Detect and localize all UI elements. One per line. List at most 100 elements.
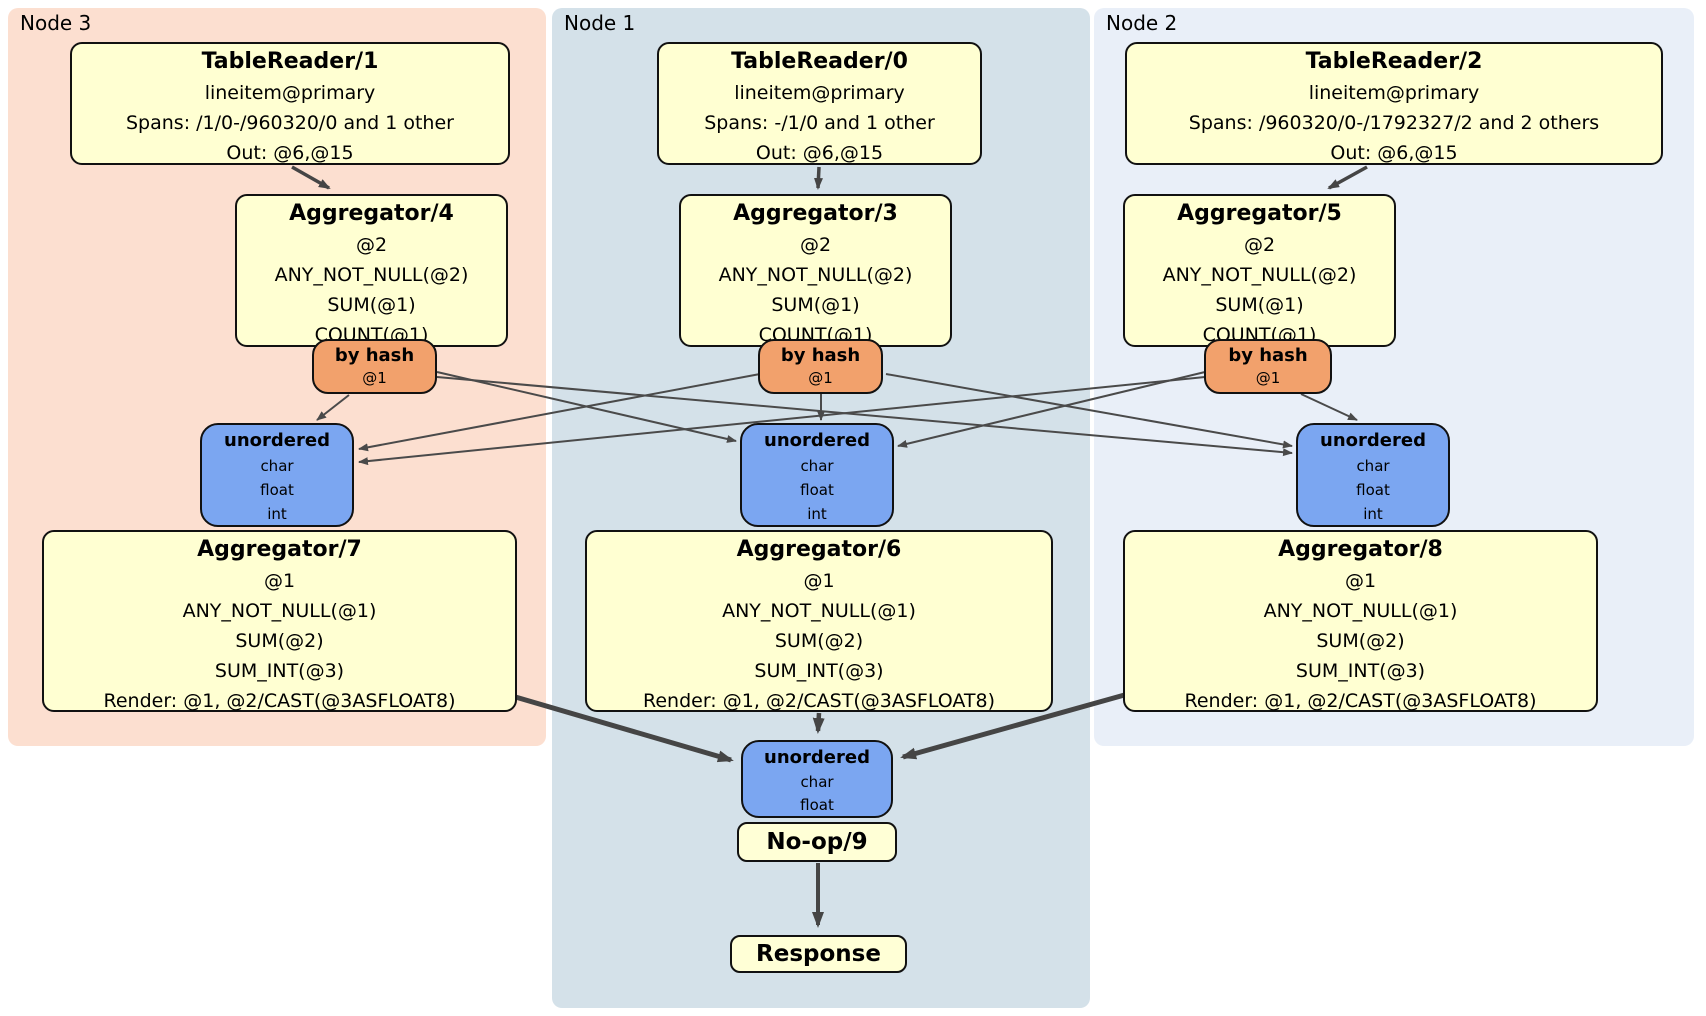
- processor-detail: Out: @6,@15: [226, 142, 354, 164]
- processor-aggregator-3: Aggregator/3 @2 ANY_NOT_NULL(@2) SUM(@1)…: [679, 194, 952, 347]
- processor-title: Aggregator/5: [1177, 201, 1342, 226]
- processor-tablereader-2: TableReader/2 lineitem@primary Spans: /9…: [1125, 42, 1663, 165]
- processor-aggregator-6: Aggregator/6 @1 ANY_NOT_NULL(@1) SUM(@2)…: [585, 530, 1053, 712]
- edge-agg7-finalsync: [511, 693, 734, 763]
- sync-column: int: [1363, 505, 1383, 523]
- node-3-label: Node 3: [20, 11, 92, 35]
- processor-detail: ANY_NOT_NULL(@2): [274, 264, 469, 286]
- edge-router3-sync8: [885, 373, 1293, 449]
- processor-detail: ANY_NOT_NULL(@1): [182, 600, 377, 622]
- node-2-label: Node 2: [1106, 11, 1178, 35]
- processor-detail: SUM(@2): [235, 630, 324, 652]
- processor-tablereader-1: TableReader/1 lineitem@primary Spans: /1…: [70, 42, 510, 165]
- processor-title: Aggregator/6: [736, 537, 902, 562]
- processor-detail: Spans: /1/0-/960320/0 and 1 other: [126, 112, 454, 134]
- processor-title: No-op/9: [766, 829, 868, 855]
- processor-title: Aggregator/4: [289, 201, 454, 226]
- node-1-label: Node 1: [564, 11, 636, 35]
- processor-detail: @1: [263, 570, 296, 592]
- router-byhash-node3: by hash @1: [312, 339, 437, 394]
- processor-detail: lineitem@primary: [204, 82, 376, 104]
- processor-tablereader-0: TableReader/0 lineitem@primary Spans: -/…: [657, 42, 982, 165]
- processor-detail: lineitem@primary: [734, 82, 905, 104]
- processor-title: Response: [756, 941, 881, 967]
- edge-router3-sync7: [358, 373, 761, 452]
- processor-detail: ANY_NOT_NULL(@1): [1263, 600, 1458, 622]
- edge-tr1-agg4: [291, 165, 331, 190]
- processor-detail: @1: [803, 570, 835, 592]
- processor-detail: SUM(@1): [327, 294, 416, 316]
- router-byhash-node2: by hash @1: [1204, 339, 1332, 394]
- edge-tr0-agg3: [813, 166, 823, 190]
- edge-router4-sync7: [316, 394, 350, 421]
- processor-detail: ANY_NOT_NULL(@2): [718, 264, 913, 286]
- sync-column: int: [267, 505, 287, 523]
- edge-router5-sync7: [358, 376, 1206, 466]
- processor-detail: Render: @1, @2/CAST(@3ASFLOAT8): [643, 690, 995, 712]
- router-detail: @1: [362, 369, 387, 387]
- router-detail: @1: [1255, 369, 1281, 387]
- processor-aggregator-7: Aggregator/7 @1 ANY_NOT_NULL(@1) SUM(@2)…: [42, 530, 517, 712]
- sync-column: float: [800, 796, 834, 814]
- sync-title: unordered: [224, 430, 330, 451]
- processor-detail: SUM(@1): [1215, 294, 1304, 316]
- processor-detail: SUM(@2): [1316, 630, 1405, 652]
- processor-detail: ANY_NOT_NULL(@2): [1162, 264, 1357, 286]
- processor-title: TableReader/1: [201, 49, 379, 74]
- processor-title: Aggregator/7: [197, 537, 362, 562]
- processor-detail: SUM(@1): [771, 294, 860, 316]
- processor-detail: Out: @6,@15: [1330, 142, 1458, 164]
- processor-aggregator-8: Aggregator/8 @1 ANY_NOT_NULL(@1) SUM(@2)…: [1123, 530, 1598, 712]
- edge-router5-sync6: [897, 371, 1206, 448]
- sync-column: char: [800, 457, 834, 475]
- processor-noop-9: No-op/9: [737, 822, 897, 862]
- processor-detail: ANY_NOT_NULL(@1): [722, 600, 916, 622]
- edge-router5-sync8: [1300, 393, 1358, 421]
- processor-detail: Out: @6,@15: [755, 142, 884, 164]
- sync-unordered-node1: unordered char float int: [740, 423, 894, 527]
- processor-detail: Render: @1, @2/CAST(@3ASFLOAT8): [1184, 690, 1537, 712]
- sync-column: float: [800, 481, 834, 499]
- processor-detail: SUM(@2): [774, 630, 864, 652]
- edge-router4-sync8: [436, 376, 1293, 457]
- sync-title: unordered: [764, 430, 870, 451]
- processor-detail: SUM_INT(@3): [754, 660, 884, 682]
- processor-detail: Render: @1, @2/CAST(@3ASFLOAT8): [103, 690, 456, 712]
- router-title: by hash: [1228, 345, 1308, 366]
- sync-column: char: [260, 457, 294, 475]
- response-box: Response: [730, 935, 907, 973]
- processor-detail: @2: [799, 234, 832, 256]
- processor-aggregator-5: Aggregator/5 @2 ANY_NOT_NULL(@2) SUM(@1)…: [1123, 194, 1396, 347]
- edge-agg6-finalsync: [812, 712, 825, 734]
- processor-title: Aggregator/8: [1278, 537, 1443, 562]
- sync-column: char: [800, 773, 834, 791]
- processor-title: TableReader/0: [731, 49, 908, 74]
- sync-column: int: [807, 505, 827, 523]
- router-byhash-node1: by hash @1: [758, 339, 883, 394]
- sync-column: float: [1356, 481, 1390, 499]
- sync-unordered-final: unordered char float: [741, 740, 893, 818]
- sync-unordered-node3: unordered char float int: [200, 423, 354, 527]
- edge-agg8-finalsync: [900, 691, 1129, 760]
- processor-detail: @2: [355, 234, 388, 256]
- processor-title: TableReader/2: [1305, 49, 1483, 74]
- processor-detail: lineitem@primary: [1308, 82, 1480, 104]
- processor-detail: Spans: /960320/0-/1792327/2 and 2 others: [1188, 112, 1600, 134]
- sync-title: unordered: [1320, 430, 1426, 451]
- processor-detail: SUM_INT(@3): [214, 660, 345, 682]
- processor-detail: Spans: -/1/0 and 1 other: [704, 112, 935, 134]
- router-title: by hash: [334, 345, 415, 366]
- router-detail: @1: [808, 369, 833, 387]
- sync-title: unordered: [764, 747, 870, 768]
- sync-column: char: [1356, 457, 1390, 475]
- processor-detail: @2: [1243, 234, 1276, 256]
- sync-column: float: [260, 481, 294, 499]
- edge-tr2-agg5: [1327, 165, 1368, 190]
- processor-detail: SUM_INT(@3): [1295, 660, 1426, 682]
- router-title: by hash: [780, 345, 861, 366]
- sync-unordered-node2: unordered char float int: [1296, 423, 1450, 527]
- processor-title: Aggregator/3: [733, 201, 898, 226]
- processor-aggregator-4: Aggregator/4 @2 ANY_NOT_NULL(@2) SUM(@1)…: [235, 194, 508, 347]
